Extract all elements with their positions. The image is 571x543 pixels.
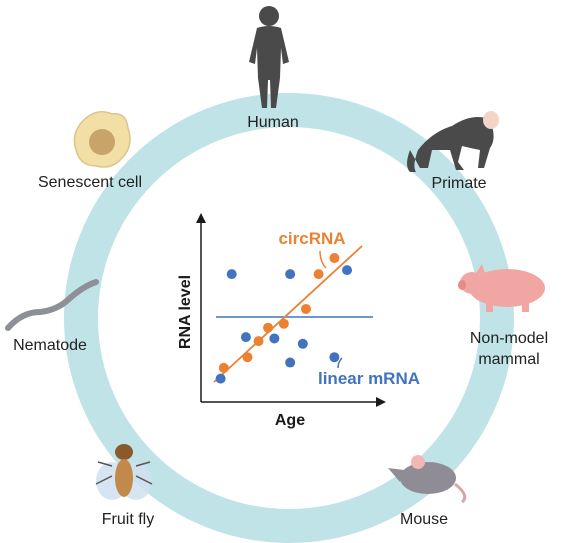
- y-axis-label: RNA level: [177, 275, 194, 349]
- circrna-point-7: [329, 253, 340, 264]
- pig-icon: [458, 264, 545, 312]
- linear-mrna-point-0: [215, 373, 226, 384]
- circrna-point-4: [278, 318, 289, 329]
- linear-mrna-point-5: [285, 357, 296, 368]
- label-non-model-mammal-line2: mammal: [478, 351, 539, 368]
- linear-mrna-series-label: linear mRNA: [318, 369, 420, 388]
- label-primate: Primate: [431, 175, 486, 192]
- label-fruit-fly: Fruit fly: [102, 511, 154, 528]
- linear-mrna-point-7: [329, 352, 340, 363]
- label-human: Human: [247, 114, 299, 131]
- label-mouse: Mouse: [400, 511, 448, 528]
- circrna-series-label: circRNA: [278, 229, 345, 248]
- mouse-icon: [388, 455, 467, 504]
- circrna-point-6: [313, 269, 324, 280]
- linear-mrna-point-8: [342, 265, 353, 276]
- linear-mrna-point-4: [285, 269, 296, 280]
- linear-mrna-point-6: [297, 338, 308, 349]
- rna-level-chart: Age RNA level circRNA linear mRNA: [177, 213, 420, 429]
- organism-ring: [64, 93, 514, 543]
- y-axis-arrow: [196, 213, 206, 223]
- linear-mrna-point-3: [269, 333, 280, 344]
- label-senescent-cell: Senescent cell: [38, 174, 142, 191]
- circrna-point-1: [242, 352, 253, 363]
- x-axis-label: Age: [275, 412, 305, 429]
- cell-icon: [73, 111, 131, 168]
- linear-mrna-point-2: [240, 332, 251, 343]
- label-non-model-mammal-line1: Non-model: [470, 330, 548, 347]
- x-axis-arrow: [376, 397, 386, 407]
- circrna-point-2: [253, 336, 264, 347]
- worm-icon: [5, 279, 99, 331]
- label-nematode: Nematode: [13, 337, 87, 354]
- circrna-pointer-arrow: [319, 250, 327, 269]
- fruit-fly-icon: [95, 444, 153, 500]
- circrna-trend-line: [213, 245, 363, 383]
- linear-mrna-point-1: [226, 269, 237, 280]
- human-silhouette-icon: [249, 6, 289, 108]
- linear-mrna-pointer-arrow: [337, 357, 343, 369]
- circrna-point-5: [300, 303, 311, 314]
- circrna-point-3: [263, 322, 274, 333]
- circrna-point-0: [218, 362, 229, 373]
- monkey-icon: [407, 111, 499, 172]
